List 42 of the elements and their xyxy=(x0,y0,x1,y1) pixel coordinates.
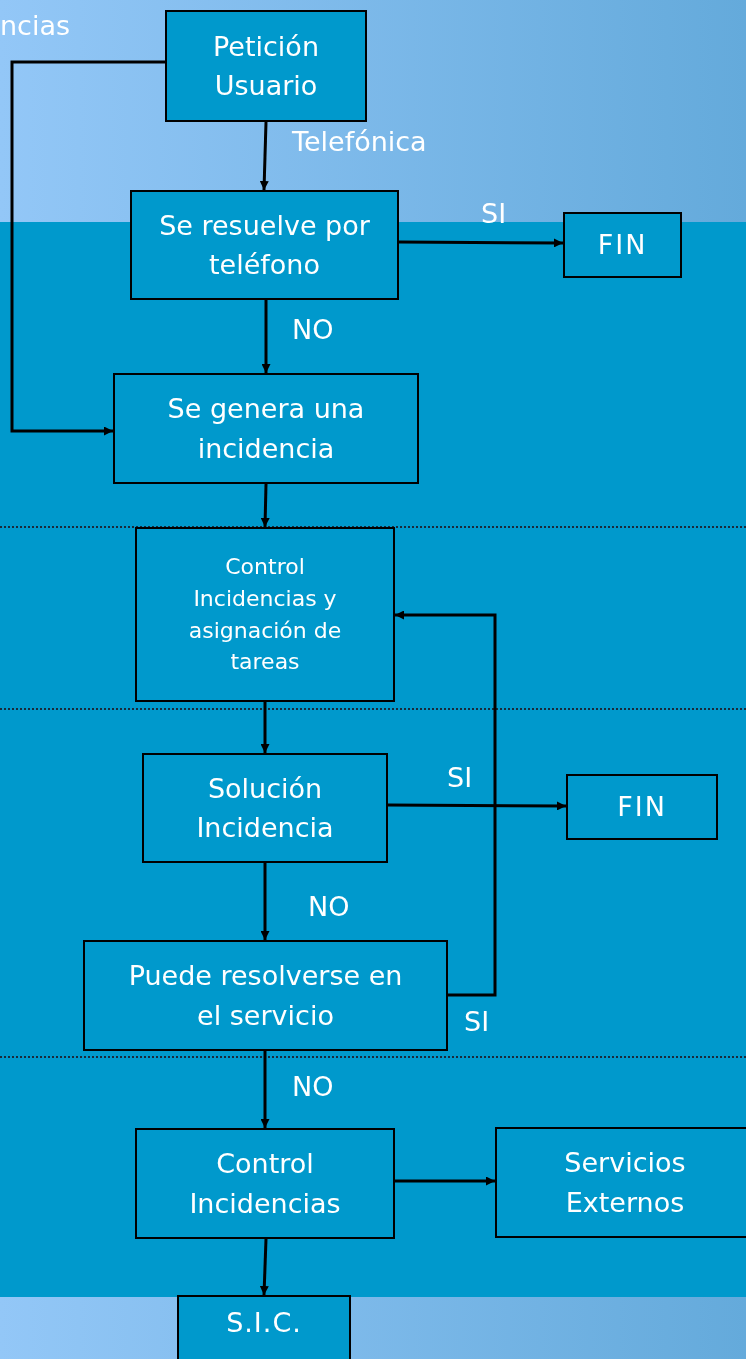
edge-label: SI xyxy=(464,1006,490,1037)
box-label: Solución Incidencia xyxy=(195,771,335,845)
process-box xyxy=(113,373,419,484)
box-label: FIN xyxy=(596,228,649,263)
arrow xyxy=(260,702,270,753)
arrow xyxy=(399,238,563,248)
process-box xyxy=(142,753,388,863)
box-label: Petición Usuario xyxy=(212,29,320,103)
edge-label: NO xyxy=(292,314,334,345)
arrow xyxy=(260,1051,270,1128)
process-box xyxy=(177,1295,351,1359)
box-label: Control Incidencias xyxy=(188,1147,342,1221)
box-label: Servicios Externos xyxy=(563,1146,687,1220)
edge-label: SI xyxy=(481,198,507,229)
process-box xyxy=(563,212,682,278)
box-label: S.I.C. xyxy=(225,1306,303,1340)
process-box xyxy=(135,1128,395,1239)
process-box xyxy=(566,774,718,840)
process-box xyxy=(165,10,367,122)
edge-label: NO xyxy=(292,1071,334,1102)
edge-label: Telefónica xyxy=(292,126,427,157)
process-box xyxy=(495,1127,746,1238)
arrow xyxy=(259,121,269,191)
box-label: Se resuelve por teléfono xyxy=(158,208,371,282)
arrow xyxy=(388,801,566,811)
box-label: Puede resolverse en el servicio xyxy=(127,959,404,1033)
edge-label: NO xyxy=(308,891,350,922)
arrow xyxy=(261,300,271,373)
process-box xyxy=(135,527,395,702)
process-box xyxy=(83,940,448,1051)
box-label: FIN xyxy=(616,790,668,825)
arrow xyxy=(10,60,165,436)
arrow xyxy=(395,1176,495,1186)
cut-off-text: ncias xyxy=(0,10,71,41)
box-label: Se genera una incidencia xyxy=(166,392,366,466)
edge-label: SI xyxy=(447,762,473,793)
arrow xyxy=(395,610,497,997)
box-label: Control Incidencias y asignación de tareas xyxy=(187,552,343,677)
arrow xyxy=(260,483,270,528)
arrow xyxy=(259,1238,269,1296)
arrow xyxy=(260,863,270,940)
process-box xyxy=(130,190,399,300)
